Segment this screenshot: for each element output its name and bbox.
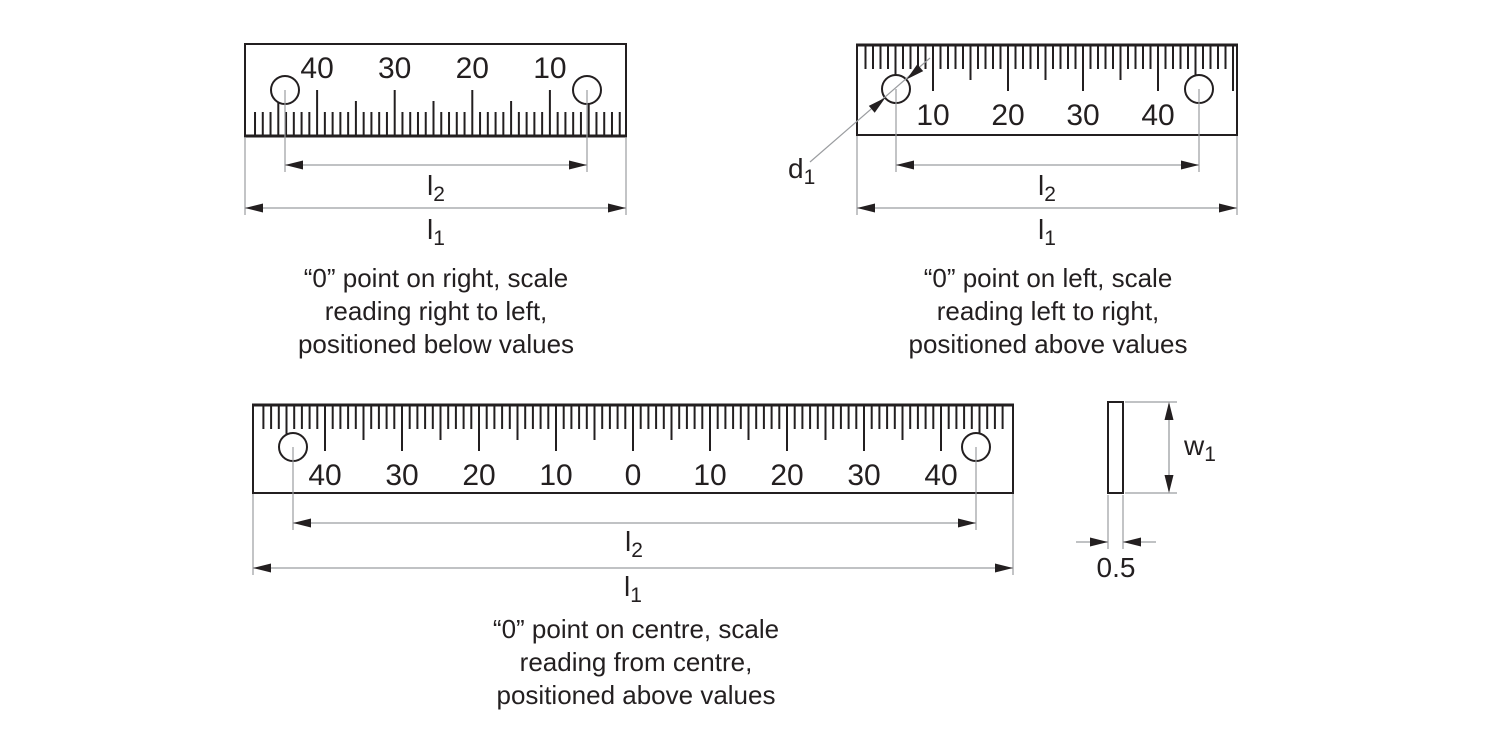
arrowhead [896,160,914,170]
dim-label-l2-ruler-c: l2 [625,528,643,562]
arrowhead [245,203,263,213]
ruler-zero-right: 40 30 20 10 [244,43,627,215]
dim-label-sub: 1 [1204,443,1216,466]
scale-number: 40 [924,459,957,492]
dim-label-l1-ruler-a: l1 [427,216,445,250]
scale-number: 40 [300,52,333,85]
tick-marks [244,90,627,138]
thickness-value: 0.5 [1096,552,1136,583]
scale-number: 30 [1066,99,1099,132]
dim-label-d1: d1 [788,155,815,189]
arrowhead [995,563,1013,573]
hole-diameter-leader [809,57,931,163]
caption-line: positioned above values [496,680,776,710]
dim-label-sub: 1 [803,166,816,189]
ruler-zero-centre: 40 30 20 10 0 10 20 30 40 [252,403,1014,575]
tick-marks [252,403,1014,451]
scale-number: 10 [693,459,726,492]
dim-label-base: w [1184,430,1205,461]
dim-label-w1: w1 [1184,432,1216,466]
scale-number: 20 [462,459,495,492]
dim-label-base: l [625,526,632,557]
dim-label-sub: 1 [1044,227,1056,250]
arrowhead [1123,537,1141,547]
dim-label-sub: 2 [433,183,445,206]
scale-number: 20 [456,52,489,85]
dim-label-sub: 1 [433,227,445,250]
arrowhead [857,203,875,213]
dim-label-base: l [1038,170,1045,201]
caption-line: reading from centre, [519,647,753,677]
dim-label-sub: 2 [1044,183,1056,206]
dim-label-l2-ruler-b: l2 [1038,172,1056,206]
arrowhead [1164,475,1174,493]
caption-line: reading left to right, [936,296,1160,326]
dim-label-base: l [427,170,434,201]
arrowhead [1219,203,1237,213]
scale-number: 0 [625,459,642,492]
caption-line: “0” point on left, scale [923,263,1173,293]
arrowhead [1181,160,1199,170]
arrowhead [285,160,303,170]
arrowhead [293,518,311,528]
caption-line: reading right to left, [324,296,548,326]
arrowhead [958,518,976,528]
dimension-l1 [857,203,1237,213]
caption-ruler-zero-centre: “0” point on centre, scale reading from … [493,613,779,712]
caption-ruler-zero-left: “0” point on left, scale reading left to… [909,262,1188,361]
arrowhead [253,563,271,573]
scale-number: 10 [533,52,566,85]
dimension-l2 [896,160,1199,170]
scale-number: 20 [770,459,803,492]
dim-label-l1-ruler-c: l1 [624,573,642,607]
scale-number: 20 [991,99,1024,132]
caption-line: “0” point on centre, scale [492,614,780,644]
scale-number: 10 [539,459,572,492]
dimension-l2 [293,518,976,528]
dimension-l1 [245,203,626,213]
arrowhead [569,160,587,170]
arrowhead [906,64,924,80]
ruler-zero-left: 10 20 30 40 [856,43,1238,215]
dim-label-sub: 2 [631,539,643,562]
arrowhead [608,203,626,213]
caption-ruler-zero-right: “0” point on right, scale reading right … [298,262,574,361]
caption-line: positioned below values [297,329,575,359]
tick-marks [856,43,1238,91]
arrowhead [1164,402,1174,420]
scale-number: 40 [1141,99,1174,132]
dimension-l2 [285,160,587,170]
scale-number: 30 [378,52,411,85]
dim-label-sub: 1 [630,584,642,607]
scale-number: 30 [385,459,418,492]
caption-line: positioned above values [908,329,1188,359]
scale-number: 10 [916,99,949,132]
scale-number: 30 [847,459,880,492]
ruler-edge-profile [1107,401,1124,494]
dim-label-base: l [1038,214,1045,245]
dim-label-base: l [624,571,631,602]
dimension-l1 [253,563,1013,573]
caption-line: “0” point on right, scale [303,263,569,293]
arrowhead [1090,537,1108,547]
scale-number: 40 [308,459,341,492]
dim-label-l2-ruler-a: l2 [427,172,445,206]
dim-label-base: d [788,153,804,184]
arrowhead [868,97,886,113]
dim-label-l1-ruler-b: l1 [1038,216,1056,250]
side-view [1076,401,1177,549]
dim-label-base: l [427,214,434,245]
dim-label-thickness: 0.5 [1097,554,1136,582]
